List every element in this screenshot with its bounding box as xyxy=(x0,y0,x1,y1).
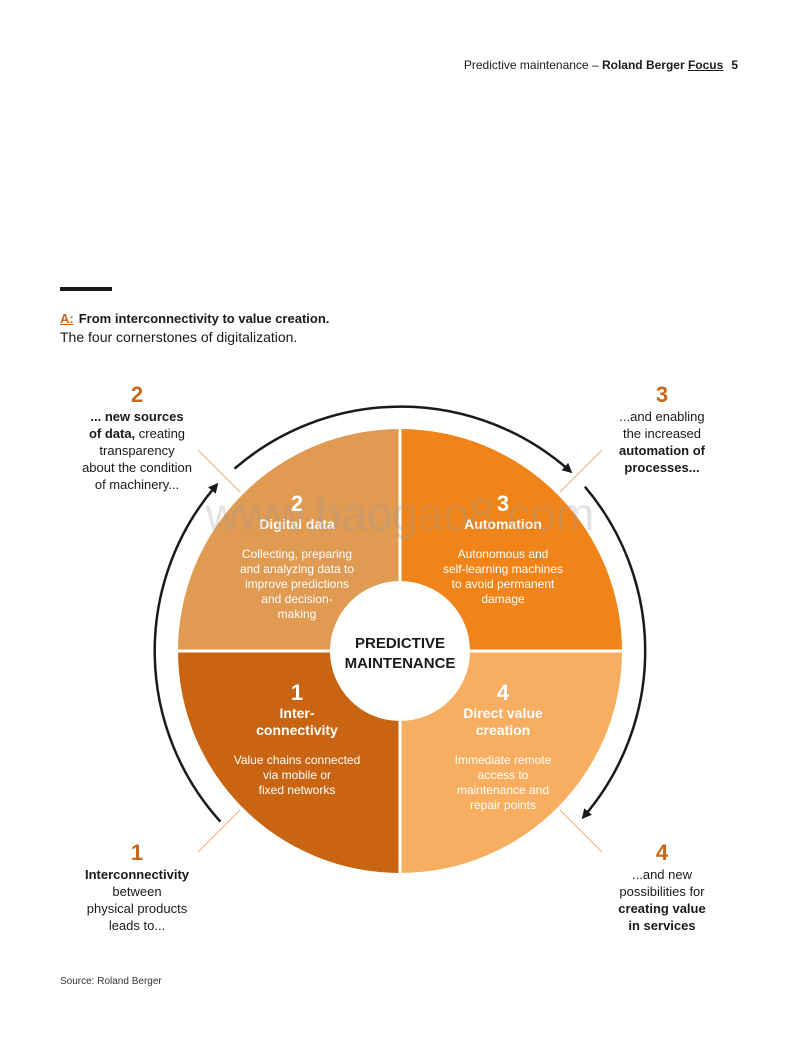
corner-text: Interconnectivity xyxy=(84,867,190,882)
corner-interconnectivity: 1 Interconnectivity between physical pro… xyxy=(57,840,217,934)
header-section: Predictive maintenance – xyxy=(463,58,602,72)
corner-text: processes... xyxy=(624,460,700,475)
corner-text: ... new sources xyxy=(90,409,184,424)
quadrant-title: Direct value xyxy=(463,705,543,721)
connector-line-top-right xyxy=(559,449,603,493)
watermark: www.baogao8.com xyxy=(205,488,595,540)
figure-title: A: From interconnectivity to value creati… xyxy=(60,311,329,326)
figure-letter: A: xyxy=(60,311,74,326)
source-note: Source: Roland Berger xyxy=(60,976,162,987)
quadrant-description: Value chains connected xyxy=(234,753,361,767)
quadrant-description: damage xyxy=(481,592,525,606)
quadrant-title: Inter- xyxy=(280,705,315,721)
corner-text: of machinery... xyxy=(94,477,180,492)
quadrant-description: Collecting, preparing xyxy=(242,547,352,561)
section-rule xyxy=(60,287,112,291)
corner-text: possibilities for xyxy=(619,884,705,899)
connector-line-bottom-left xyxy=(197,809,241,853)
connector-line-top-left xyxy=(197,449,241,493)
corner-text: in services xyxy=(628,918,696,933)
corner-text: between xyxy=(112,884,162,899)
quadrant-number: 1 xyxy=(291,680,303,705)
quadrant-number: 3 xyxy=(497,491,509,516)
center-label-line1: PREDICTIVE xyxy=(355,635,445,652)
center-circle xyxy=(330,581,470,721)
connector-line-bottom-right xyxy=(559,809,603,853)
corner-text: transparency xyxy=(99,443,175,458)
corner-text: about the condition xyxy=(82,460,192,475)
quadrant-digital-data xyxy=(178,429,400,651)
quadrant-description: repair points xyxy=(470,798,536,812)
figure-subtitle: The four cornerstones of digitalization. xyxy=(60,329,298,345)
corner-text: creating value xyxy=(618,901,706,916)
corner-digital-data: 2 ... new sources of data, creating tran… xyxy=(57,382,217,493)
cycle-arrow-top xyxy=(233,405,573,474)
corner-number: 2 xyxy=(130,382,144,407)
quadrant-interconnectivity xyxy=(178,651,400,873)
quadrant-title: connectivity xyxy=(256,722,338,738)
quadrant-description: Immediate remote xyxy=(455,753,552,767)
corner-direct-value: 4 ...and new possibilities for creating … xyxy=(582,840,742,934)
quadrant-automation xyxy=(400,429,622,651)
figure-title-text: From interconnectivity to value creation… xyxy=(78,311,330,326)
header-brand: Roland Berger xyxy=(601,58,688,72)
quadrant-description: self-learning machines xyxy=(443,562,563,576)
quadrant-description: to avoid permanent xyxy=(452,577,555,591)
quadrant-description: access to xyxy=(478,768,529,782)
quadrant-description: improve predictions xyxy=(245,577,349,591)
quadrant-description: and decision- xyxy=(261,592,332,606)
header-focus: Focus xyxy=(687,58,724,72)
quadrant-direct-value-creation xyxy=(400,651,622,873)
corner-number: 1 xyxy=(130,840,144,865)
quadrant-description: fixed networks xyxy=(259,783,336,797)
quadrant-title: Automation xyxy=(464,516,542,532)
quadrant-description: making xyxy=(278,607,317,621)
corner-automation: 3 ...and enabling the increased automati… xyxy=(582,382,742,476)
quadrant-description: Autonomous and xyxy=(458,547,549,561)
corner-text: ...and new xyxy=(632,867,692,882)
corner-number: 3 xyxy=(655,382,669,407)
corner-text: physical products xyxy=(86,901,188,916)
quadrant-description: via mobile or xyxy=(263,768,331,782)
quadrant-title: creation xyxy=(476,722,530,738)
corner-text: creating xyxy=(135,426,186,441)
cycle-arrow-left xyxy=(153,482,222,823)
quadrant-description: and analyzing data to xyxy=(240,562,354,576)
corner-number: 4 xyxy=(655,840,669,865)
quadrant-number: 2 xyxy=(291,491,303,516)
quadrant-number: 4 xyxy=(497,680,510,705)
corner-text: ...and enabling xyxy=(619,409,705,424)
quadrant-title: Digital data xyxy=(259,516,335,532)
cycle-arrow-right xyxy=(581,485,647,820)
corner-text: the increased xyxy=(622,426,702,441)
corner-text: automation of xyxy=(619,443,705,458)
quadrant-description: maintenance and xyxy=(457,783,549,797)
corner-text: of data, xyxy=(88,426,136,441)
corner-text: leads to... xyxy=(108,918,166,933)
page-header: Predictive maintenance – Roland Berger F… xyxy=(464,58,738,72)
page-number: 5 xyxy=(731,58,738,72)
center-label-line2: MAINTENANCE xyxy=(345,655,456,672)
